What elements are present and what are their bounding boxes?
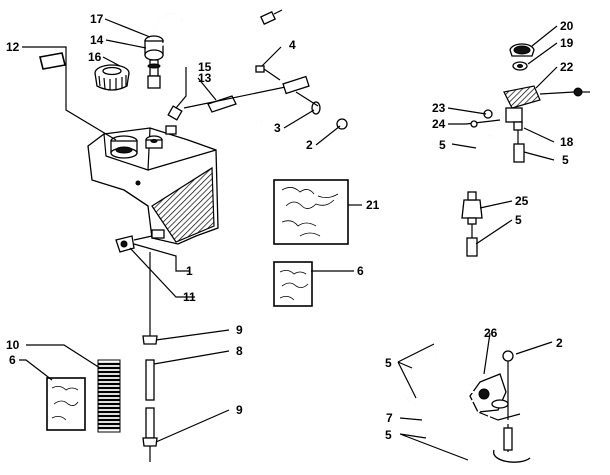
callout-11: 11 <box>183 290 196 304</box>
callout-5: 5 <box>515 213 522 227</box>
pad-21 <box>273 179 349 245</box>
callout-12: 12 <box>6 40 20 54</box>
callout-15: 15 <box>198 60 212 74</box>
callout-labels: 1 2 2 3 4 5 5 5 5 5 6 6 7 8 9 9 10 11 12… <box>6 12 574 442</box>
callout-6: 6 <box>9 353 16 367</box>
callout-24: 24 <box>432 117 446 131</box>
callout-25: 25 <box>515 194 529 208</box>
callout-16: 16 <box>88 50 102 64</box>
callout-5: 5 <box>439 138 446 152</box>
callout-23: 23 <box>432 101 446 115</box>
fuel-pump <box>405 350 531 463</box>
callout-7: 7 <box>386 411 393 425</box>
pad-6-left <box>46 377 86 431</box>
callout-19: 19 <box>560 36 574 50</box>
callout-14: 14 <box>90 33 104 47</box>
callout-18: 18 <box>560 135 574 149</box>
callout-8: 8 <box>236 344 243 358</box>
callout-4: 4 <box>289 38 296 52</box>
callout-26: 26 <box>484 326 498 340</box>
callout-1: 1 <box>186 264 193 278</box>
fuel-cap <box>94 64 130 91</box>
pad-6-center <box>273 261 313 307</box>
shutoff-valve <box>465 43 590 163</box>
fuel-gauge-sender <box>144 9 283 89</box>
callout-6: 6 <box>357 264 364 278</box>
vent-line <box>165 65 348 139</box>
callout-5: 5 <box>385 428 392 442</box>
decal-12 <box>39 52 66 70</box>
callout-2: 2 <box>556 336 563 350</box>
callout-5: 5 <box>385 356 392 370</box>
leader-lines <box>19 18 558 461</box>
callout-9: 9 <box>236 323 243 337</box>
callout-21: 21 <box>366 198 380 212</box>
callout-17: 17 <box>90 12 104 26</box>
callout-2: 2 <box>306 138 313 152</box>
fuel-filter-line <box>461 135 492 257</box>
spring-10 <box>97 359 121 433</box>
callout-3: 3 <box>274 121 281 135</box>
fuel-tank <box>87 127 219 245</box>
callout-9: 9 <box>236 403 243 417</box>
callout-13: 13 <box>198 71 212 85</box>
callout-10: 10 <box>6 338 20 352</box>
fuel-line-left <box>115 235 158 462</box>
callout-22: 22 <box>560 60 574 74</box>
callout-5: 5 <box>562 153 569 167</box>
callout-20: 20 <box>560 19 574 33</box>
pump-hoses <box>405 353 491 461</box>
